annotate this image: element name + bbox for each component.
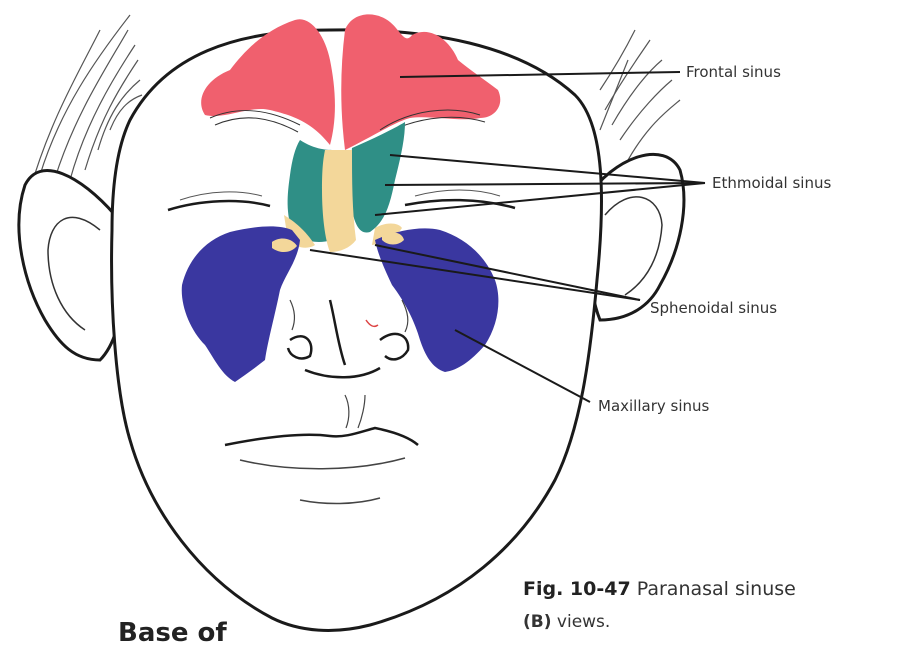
label-sphenoidal-sinus: Sphenoidal sinus	[650, 299, 777, 317]
figure-number: Fig. 10-47	[523, 578, 631, 600]
partial-heading: Base of	[118, 618, 227, 648]
figure-caption-line2-text: views.	[557, 612, 610, 632]
hair-right	[600, 30, 680, 160]
label-maxillary-sinus: Maxillary sinus	[598, 397, 709, 415]
sphenoidal-sinus	[322, 150, 356, 252]
figure-caption-prefix: (B)	[523, 612, 552, 632]
label-ethmoidal-sinus: Ethmoidal sinus	[712, 174, 831, 192]
figure-caption-text: Paranasal sinuse	[637, 578, 796, 600]
figure-caption: Fig. 10-47 Paranasal sinuse	[523, 578, 796, 600]
figure-caption-line2: (B) views.	[523, 612, 610, 632]
label-frontal-sinus: Frontal sinus	[686, 63, 781, 81]
left-ear	[19, 171, 125, 360]
